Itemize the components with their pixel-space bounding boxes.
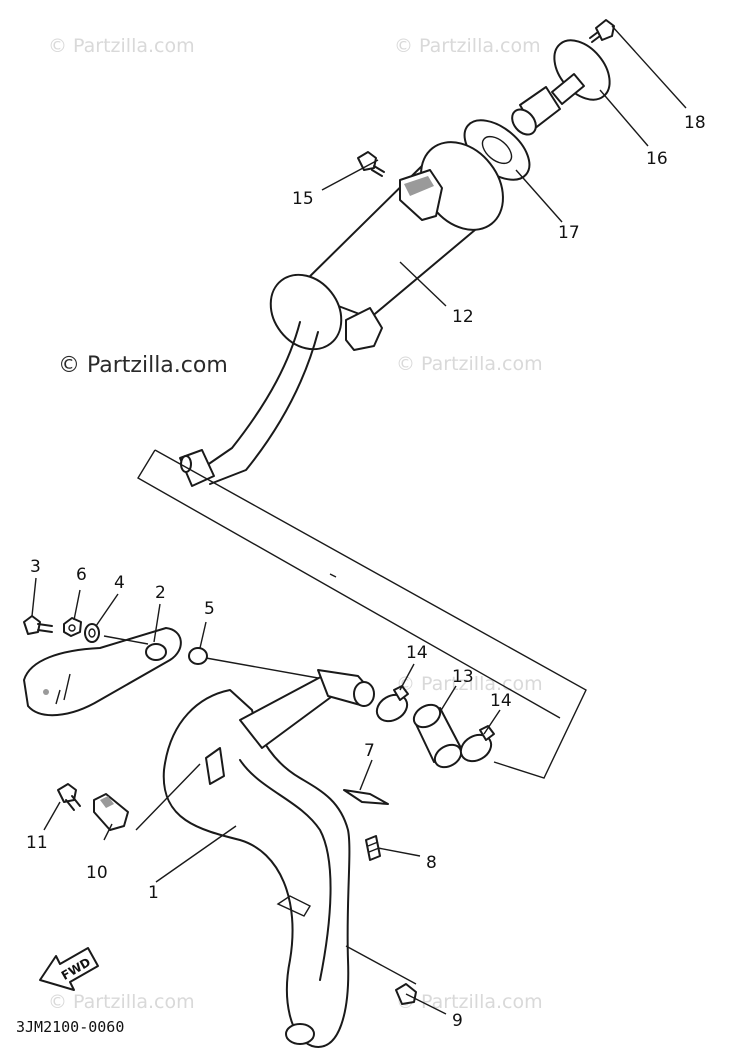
diagram-code: 3JM2100-0060 bbox=[16, 1018, 124, 1036]
callout-13: 13 bbox=[452, 667, 474, 687]
callout-15: 15 bbox=[292, 189, 314, 209]
tailpipe-16 bbox=[511, 39, 611, 136]
assembly-reference-box bbox=[137, 449, 587, 779]
watermark: © Partzilla.com bbox=[48, 35, 195, 57]
callout-9: 9 bbox=[452, 1011, 463, 1031]
callout-14b: 14 bbox=[490, 691, 512, 711]
callout-1: 1 bbox=[148, 883, 159, 903]
callout-10: 10 bbox=[86, 863, 108, 883]
bolt-11 bbox=[57, 783, 81, 811]
bolt-15 bbox=[357, 151, 385, 177]
callout-6: 6 bbox=[76, 565, 87, 585]
leader-lines bbox=[31, 25, 687, 1015]
callout-14a: 14 bbox=[406, 643, 428, 663]
bracket-10 bbox=[93, 793, 129, 831]
clamp-14a bbox=[375, 685, 409, 723]
callout-17: 17 bbox=[558, 223, 580, 243]
muffler-inlet-pipe bbox=[179, 321, 319, 487]
fwd-arrow-icon: FWD bbox=[39, 947, 99, 991]
watermark-main: © Partzilla.com bbox=[58, 353, 228, 378]
washer-4 bbox=[84, 623, 100, 643]
watermark: © Partzilla.com bbox=[396, 991, 543, 1013]
callout-18: 18 bbox=[684, 113, 706, 133]
spring-8 bbox=[365, 835, 381, 861]
callout-2: 2 bbox=[155, 583, 166, 603]
damper-5 bbox=[188, 647, 208, 665]
callout-11: 11 bbox=[26, 833, 48, 853]
callout-labels: 1 2 3 4 5 6 7 8 9 10 11 12 13 14 14 15 1… bbox=[26, 113, 706, 1031]
watermark: © Partzilla.com bbox=[394, 35, 541, 57]
expansion-chamber-1 bbox=[162, 669, 375, 1048]
watermark-layer: © Partzilla.com © Partzilla.com © Partzi… bbox=[48, 35, 543, 1013]
callout-12: 12 bbox=[452, 307, 474, 327]
callout-4: 4 bbox=[114, 573, 125, 593]
callout-8: 8 bbox=[426, 853, 437, 873]
clamp-14b bbox=[459, 725, 495, 763]
joint-13 bbox=[412, 703, 463, 769]
bolt-3 bbox=[23, 615, 53, 635]
callout-3: 3 bbox=[30, 557, 41, 577]
watermark: © Partzilla.com bbox=[396, 673, 543, 695]
nut-6 bbox=[63, 617, 82, 637]
callout-5: 5 bbox=[204, 599, 215, 619]
callout-16: 16 bbox=[646, 149, 668, 169]
bolt-18 bbox=[589, 19, 615, 43]
callout-7: 7 bbox=[364, 741, 375, 761]
muffler-12 bbox=[269, 141, 504, 351]
watermark: © Partzilla.com bbox=[396, 353, 543, 375]
bracket-2 bbox=[23, 627, 182, 717]
watermark: © Partzilla.com bbox=[48, 991, 195, 1013]
damper-7 bbox=[343, 789, 389, 805]
